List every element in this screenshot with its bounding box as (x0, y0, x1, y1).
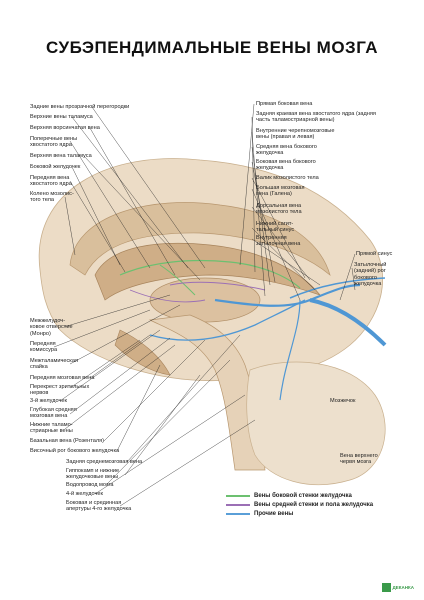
label-internal-cerebral-veins: Внутренние черепномозговые вены (правая … (256, 128, 335, 141)
legend-label-medial: Вены средней стенки и пола желудочка (254, 501, 374, 508)
label-middle-ventricular-vein: Средняя вена бокового желудочка (256, 144, 317, 157)
label-interthalamic-adhesion: Межталамическая спайка (30, 358, 79, 371)
label-dorsal-callosal-vein: Дорсальная вена мозолистого тела (256, 203, 302, 216)
publisher-logo: ДЕКАНКА (381, 583, 414, 592)
vein-straight-sinus (309, 298, 387, 347)
label-straight-sinus: Прямой синус (356, 251, 393, 257)
label-optic-chiasm: Перекрест зрительных нервов (30, 384, 90, 397)
legend-row-medial: Вены средней стенки и пола желудочка (226, 500, 373, 509)
vein-internal-occipital (289, 277, 386, 299)
label-genu-corpus-callosum: Колено мозолис- того тела (30, 191, 74, 204)
label-anterior-cerebral-vein: Передняя мозговая вена (30, 375, 95, 381)
logo-text: ДЕКАНКА (392, 585, 414, 590)
label-lateral-ventricle: Боковой желудочек (30, 164, 81, 170)
brainstem (148, 314, 266, 471)
label-occipital-horn: Затылочный (задний) рог бокового желудоч… (354, 262, 387, 288)
vein-cerebellar (279, 299, 301, 401)
vein-great-cerebral (214, 283, 361, 307)
label-transverse-caudate-veins: Поперечные вены хвостатого ядра (30, 136, 78, 149)
label-lateral-ventricular-vein: Боковая вена бокового желудочка (256, 159, 316, 172)
label-posterior-mesencephalic-vein: Задняя среднемозговая вена (66, 459, 143, 465)
legend-swatch-lateral (226, 494, 250, 497)
label-temporal-horn: Височный рог бокового желудочка (30, 448, 120, 454)
cerebellum (246, 361, 386, 486)
label-internal-occipital-vein: Внутренняя затылочная вена (256, 235, 301, 248)
label-fourth-ventricle: 4-й желудочек (66, 491, 103, 497)
label-deep-middle-cerebral-vein: Глубокая средняя мозговая вена (30, 407, 77, 420)
label-anterior-caudate-vein: Передняя вена хвостатого ядра (30, 175, 72, 188)
label-great-cerebral-vein: Большая мозговая вена (Галена) (256, 185, 305, 198)
legend: Вены боковой стенки желудочка Вены средн… (226, 491, 373, 518)
label-inferior-thalamostriate-veins: Нижние таламо- стриарные вены (30, 422, 73, 435)
label-posterior-marginal-caudate-vein: Задняя краевая вена хвостатого ядра (зад… (256, 111, 376, 124)
vein-thalamostriate (159, 264, 196, 296)
page-title: СУБЭПЕНДИМАЛЬНЫЕ ВЕНЫ МОЗГА (45, 38, 379, 57)
label-cerebellum: Мозжечок (330, 398, 356, 404)
label-superior-vermian-vein: Вена верхнего червя мозга (340, 453, 378, 466)
vein-medial-wall (169, 281, 266, 291)
right-leader-lines (239, 103, 356, 301)
label-apertures: Боковая и срединная апертуры 4-го желудо… (66, 500, 132, 513)
legend-label-other: Прочие вены (254, 510, 294, 517)
legend-row-other: Прочие вены (226, 509, 373, 518)
corpus-callosum (69, 202, 331, 276)
label-basal-vein: Базальная вена (Розенталя) (30, 438, 104, 444)
vein-basal (149, 299, 306, 341)
vein-lateral-wall (119, 259, 301, 289)
label-superior-thalamic-vein: Верхняя вена таламуса (30, 153, 92, 159)
label-foramen-monro: Межжелудоч- ковое отверстие (Монро) (30, 318, 73, 337)
label-splenium: Валик мозолистого тела (256, 175, 319, 181)
label-inferior-sagittal-sinus: Нижний сагит- тальный синус (256, 221, 295, 234)
vein-septal (129, 289, 206, 303)
label-superior-thalamic-veins: Верхние вены таламуса (30, 114, 93, 120)
label-posterior-septal-veins: Задние вены прозрачной перегородки (30, 104, 130, 110)
label-superior-choroid-vein: Верхняя ворсинчатая вена (30, 125, 100, 131)
legend-label-lateral: Вены боковой стенки желудочка (254, 492, 352, 499)
label-anterior-commissure: Передняя комиссура (30, 341, 58, 354)
label-third-ventricle: 3-й желудочек (30, 398, 67, 404)
label-aqueduct: Водопровод мозга (66, 482, 114, 488)
logo-icon (381, 583, 391, 592)
legend-row-lateral: Вены боковой стенки желудочка (226, 491, 373, 500)
legend-swatch-medial (226, 503, 250, 506)
label-direct-lateral-vein: Прямая боковая вена (256, 101, 313, 107)
legend-swatch-other (226, 512, 250, 515)
label-hippocampus-veins: Гиппокамп и нижние желудочковые вены (66, 468, 120, 481)
left-leader-lines (53, 106, 256, 507)
